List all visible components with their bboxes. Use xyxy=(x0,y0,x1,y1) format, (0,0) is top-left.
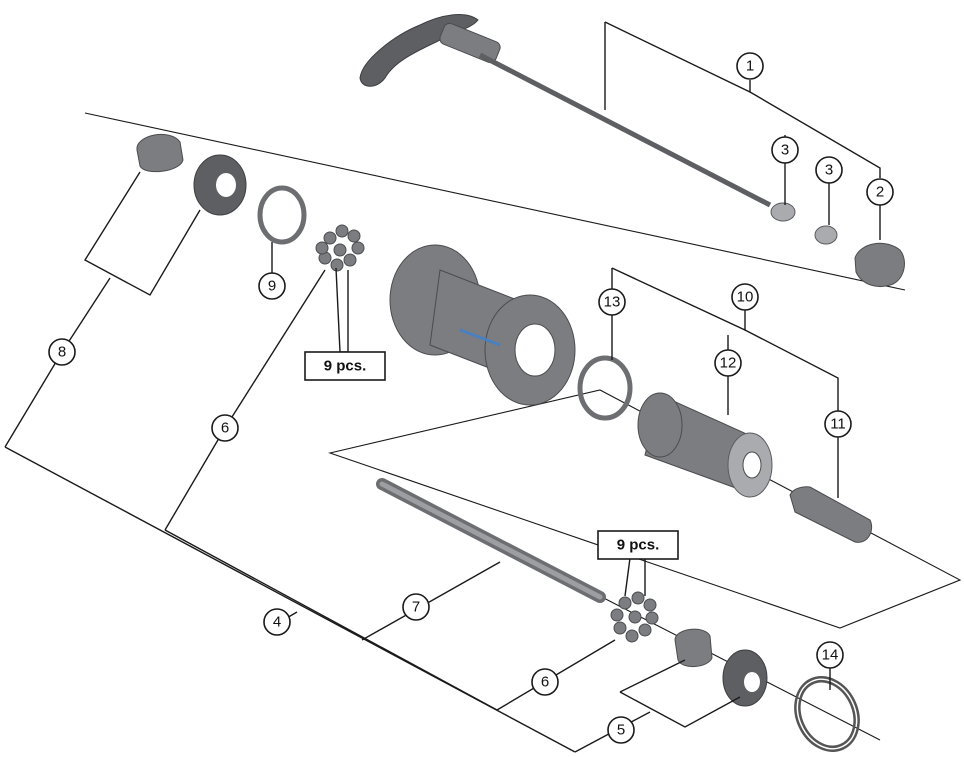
freehub-body xyxy=(637,392,773,498)
callout-6b-label: 6 xyxy=(541,674,549,691)
callout-1: 1 xyxy=(736,52,764,80)
callout-3b: 3 xyxy=(815,156,843,184)
callout-14: 14 xyxy=(816,641,844,669)
quick-release-skewer xyxy=(359,14,905,287)
callout-9-label: 9 xyxy=(268,278,276,295)
callout-2-label: 2 xyxy=(876,184,884,201)
callout-12: 12 xyxy=(714,349,742,377)
dust-cap xyxy=(257,185,307,245)
callout-6a-label: 6 xyxy=(221,420,229,437)
callout-5: 5 xyxy=(607,716,635,744)
callout-8: 8 xyxy=(48,338,76,366)
callout-10-label: 10 xyxy=(737,289,754,306)
callout-6a: 6 xyxy=(211,414,239,442)
callout-12-label: 12 xyxy=(720,355,737,372)
quantity-box-right-label: 9 pcs. xyxy=(617,537,660,554)
skewer-nut xyxy=(854,242,905,287)
hub-shell xyxy=(389,244,576,406)
callout-3b-label: 3 xyxy=(825,162,833,179)
callout-1-label: 1 xyxy=(746,58,754,75)
callout-14-label: 14 xyxy=(822,647,839,664)
callout-11: 11 xyxy=(824,410,852,438)
right-lock-nut xyxy=(674,628,713,667)
callout-7-label: 7 xyxy=(412,599,420,616)
callout-2: 2 xyxy=(866,178,894,206)
callout-7: 7 xyxy=(402,593,430,621)
freehub-frame xyxy=(328,389,962,629)
spring-2 xyxy=(814,225,838,245)
callout-8-label: 8 xyxy=(58,344,66,361)
freehub-washer xyxy=(577,355,633,421)
left-lock-nut xyxy=(136,134,184,173)
freehub-bolt xyxy=(789,486,873,543)
quantity-box-left-label: 9 pcs. xyxy=(324,358,367,375)
callout-3a: 3 xyxy=(771,136,799,164)
callout-3a-label: 3 xyxy=(781,142,789,159)
callout-9: 9 xyxy=(258,272,286,300)
callout-5-label: 5 xyxy=(617,722,625,739)
callout-13: 13 xyxy=(598,288,626,316)
quantity-box-right: 9 pcs. xyxy=(597,530,679,560)
spring-1 xyxy=(770,202,796,222)
right-ball-bearings xyxy=(610,591,659,643)
callout-11-label: 11 xyxy=(830,416,846,433)
callout-4: 4 xyxy=(263,608,291,636)
main-axis-line xyxy=(84,112,906,291)
o-ring xyxy=(794,676,860,752)
leader-lines xyxy=(4,21,881,753)
callout-13-label: 13 xyxy=(604,294,621,311)
hub-axle xyxy=(376,478,606,603)
callout-6b: 6 xyxy=(531,668,559,696)
left-ball-bearings xyxy=(315,224,365,272)
quantity-box-left: 9 pcs. xyxy=(304,351,386,381)
callout-10: 10 xyxy=(731,283,759,311)
skewer-rod xyxy=(478,52,772,208)
callout-4-label: 4 xyxy=(273,614,281,631)
